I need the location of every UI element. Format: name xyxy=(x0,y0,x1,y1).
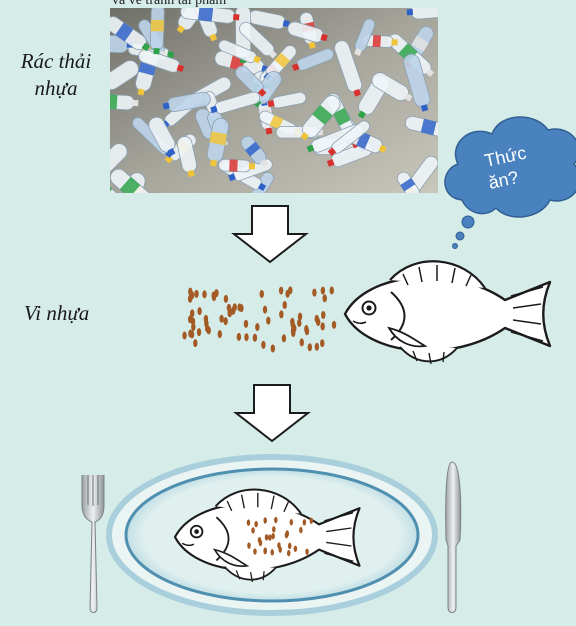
microplastic-particle xyxy=(194,290,198,298)
microplastic-particle xyxy=(303,519,307,525)
microplastic-particle xyxy=(266,317,270,325)
microplastic-particle xyxy=(315,343,319,351)
microplastic-particle xyxy=(251,527,255,533)
microplastic-particle xyxy=(193,339,197,347)
down-arrow-icon xyxy=(234,206,306,262)
microplastic-particle xyxy=(233,303,237,311)
microplastic-particle xyxy=(202,290,206,298)
microplastic-particle xyxy=(205,324,209,332)
microplastic-particle xyxy=(271,533,275,539)
microplastic-particle xyxy=(197,328,201,336)
knife-icon xyxy=(446,462,461,613)
microplastic-particle xyxy=(312,289,316,297)
microplastic-particle xyxy=(237,303,241,311)
microplastic-particle xyxy=(191,323,195,331)
fish-icon xyxy=(345,261,550,364)
microplastic-particle xyxy=(310,518,314,524)
microplastic-particle xyxy=(308,343,312,351)
microplastic-particle xyxy=(282,334,286,342)
microplastic-particle xyxy=(188,288,192,296)
microplastic-particle xyxy=(212,293,216,301)
thought-bubble-icon: Thức ăn? xyxy=(445,117,576,249)
microplastic-particle xyxy=(274,517,278,523)
microplastic-particle xyxy=(260,290,264,298)
microplastic-particle xyxy=(253,334,257,342)
microplastic-particle xyxy=(237,333,241,341)
microplastic-particle xyxy=(277,542,281,548)
microplastic-particle xyxy=(188,330,192,338)
microplastic-particle xyxy=(330,286,334,294)
microplastic-particle xyxy=(287,550,291,556)
down-arrow-icon xyxy=(236,385,308,441)
microplastic-particle xyxy=(263,548,267,554)
microplastic-particle xyxy=(261,341,265,349)
microplastic-particle xyxy=(259,540,263,546)
microplastic-particle xyxy=(294,546,298,552)
microplastic-particle xyxy=(247,519,251,525)
microplastic-particle xyxy=(304,325,308,333)
microplastic-particle xyxy=(223,317,227,325)
microplastic-particle xyxy=(182,332,186,340)
microplastic-particle xyxy=(320,339,324,347)
microplastic-particle xyxy=(321,287,325,295)
microplastic-particle xyxy=(279,287,283,295)
microplastic-particle xyxy=(224,295,228,303)
microplastic-particle xyxy=(279,310,283,318)
microplastic-particle xyxy=(321,311,325,319)
microplastic-particle xyxy=(305,549,309,555)
microplastic-particle xyxy=(291,329,295,337)
microplastic-particle xyxy=(271,344,275,352)
microplastic-particle xyxy=(272,526,276,532)
microplastic-particle xyxy=(218,330,222,338)
microplastic-particle xyxy=(332,321,336,329)
microplastic-particle xyxy=(283,301,287,309)
microplastic-particle xyxy=(190,309,194,317)
microplastic-particle xyxy=(244,320,248,328)
microplastic-particle xyxy=(288,286,292,294)
microplastic-particle xyxy=(300,338,304,346)
microplastic-particle xyxy=(253,548,257,554)
microplastic-particle xyxy=(290,318,294,326)
microplastic-particle xyxy=(297,319,301,327)
microplastic-particle xyxy=(263,517,267,523)
plastic-bottle xyxy=(150,5,165,55)
microplastic-particle xyxy=(263,306,267,314)
microplastic-particle xyxy=(254,521,258,527)
microplastic-particle xyxy=(265,534,269,540)
microplastic-particle xyxy=(247,542,251,548)
microplastic-particle xyxy=(270,549,274,555)
microplastic-particle xyxy=(323,294,327,302)
microplastic-particle xyxy=(288,543,292,549)
microplastic-particle xyxy=(315,315,319,323)
microplastic-particle xyxy=(299,527,303,533)
fork-icon xyxy=(82,475,104,613)
microplastic-particles xyxy=(182,286,336,352)
microplastic-particle xyxy=(219,315,223,323)
microplastic-particle xyxy=(255,323,259,331)
microplastic-particle xyxy=(244,333,248,341)
microplastic-particle xyxy=(286,530,290,536)
microplastic-particle xyxy=(197,307,201,315)
plastic-waste-photo xyxy=(77,0,462,220)
microplastic-particle xyxy=(268,534,272,540)
microplastic-particle xyxy=(320,322,324,330)
microplastic-particle xyxy=(290,519,294,525)
